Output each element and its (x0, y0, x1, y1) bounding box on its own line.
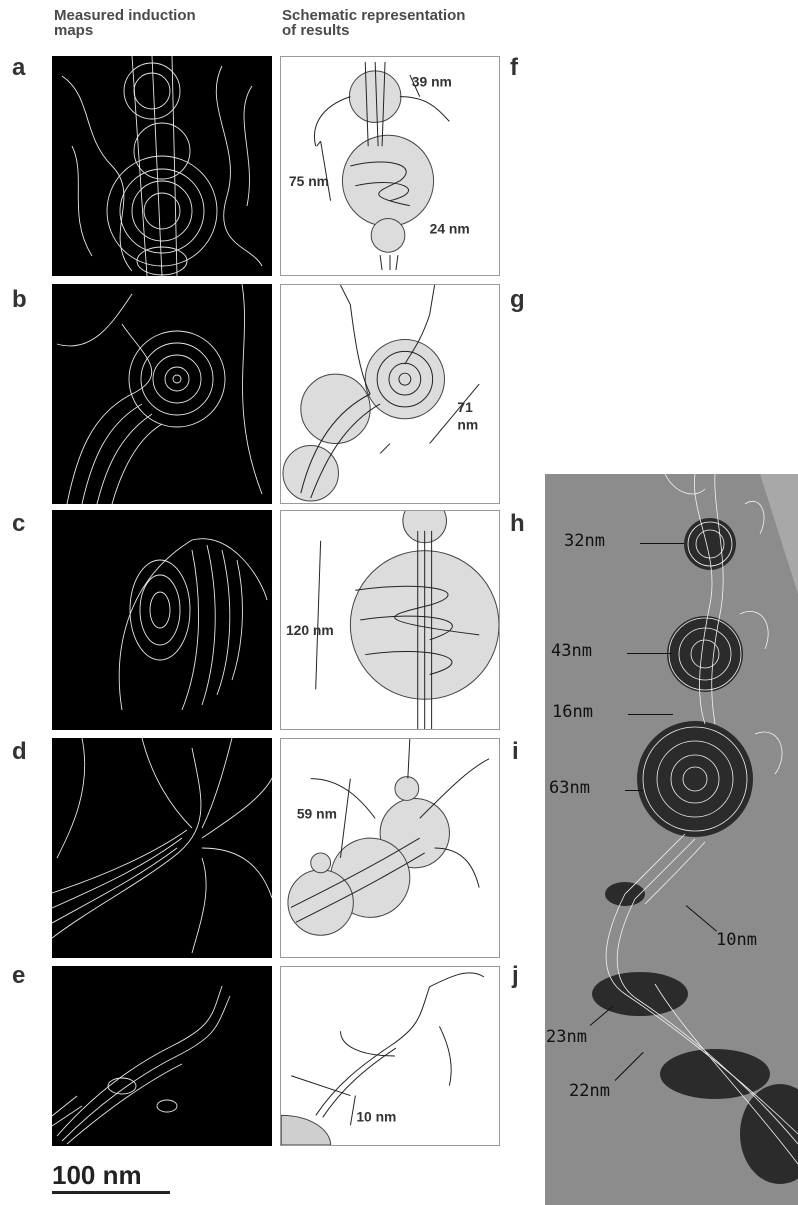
header-measured-line2: maps (54, 23, 196, 38)
panel-letter-e: e (12, 962, 25, 990)
tem-label-63nm: 63nm (549, 778, 590, 798)
header-measured-line1: Measured induction (54, 8, 196, 23)
tem-label-43nm: 43nm (551, 641, 592, 661)
label-f-24nm: 24 nm (430, 220, 470, 236)
induction-map-a (52, 56, 272, 276)
schematic-j: 10 nm (280, 966, 500, 1146)
panel-letter-j: j (512, 962, 519, 990)
induction-map-d (52, 738, 272, 958)
panel-letter-d: d (12, 738, 27, 766)
label-f-75nm: 75 nm (289, 173, 329, 189)
panel-letter-b: b (12, 286, 27, 314)
tem-label-32nm: 32nm (564, 531, 605, 551)
tem-leader-16nm (628, 714, 673, 715)
schematic-h: 120 nm (280, 510, 500, 730)
tem-label-10nm: 10nm (716, 930, 757, 950)
header-schematic-line1: Schematic representation (282, 8, 465, 23)
tem-label-16nm: 16nm (552, 702, 593, 722)
header-measured-maps: Measured induction maps (54, 8, 196, 38)
tem-label-22nm: 22nm (569, 1081, 610, 1101)
scale-bar-label: 100 nm (52, 1160, 142, 1191)
label-i-59nm: 59 nm (297, 805, 337, 821)
schematic-g: 71 nm (280, 284, 500, 504)
schematic-f: 39 nm 75 nm 24 nm (280, 56, 500, 276)
label-g-71: 71 (457, 399, 473, 415)
panel-letter-a: a (12, 54, 25, 82)
tem-leader-43nm (627, 653, 672, 654)
induction-map-c (52, 510, 272, 730)
tem-leader-32nm (640, 543, 684, 544)
induction-map-b (52, 284, 272, 504)
header-schematic: Schematic representation of results (282, 8, 465, 38)
induction-map-e (52, 966, 272, 1146)
tem-leader-63nm (625, 790, 643, 791)
label-j-10nm: 10 nm (356, 1108, 396, 1124)
panel-letter-c: c (12, 510, 25, 538)
panel-letter-i: i (512, 738, 519, 766)
panel-letter-g: g (510, 286, 525, 314)
panel-letter-h: h (510, 510, 525, 538)
label-g-nm: nm (457, 417, 478, 433)
panel-letter-f: f (510, 54, 518, 82)
tem-label-23nm: 23nm (546, 1027, 587, 1047)
header-schematic-line2: of results (282, 23, 465, 38)
label-h-120nm: 120 nm (286, 622, 334, 638)
label-f-39nm: 39 nm (412, 74, 452, 90)
scale-bar (52, 1191, 170, 1194)
schematic-i: 59 nm (280, 738, 500, 958)
